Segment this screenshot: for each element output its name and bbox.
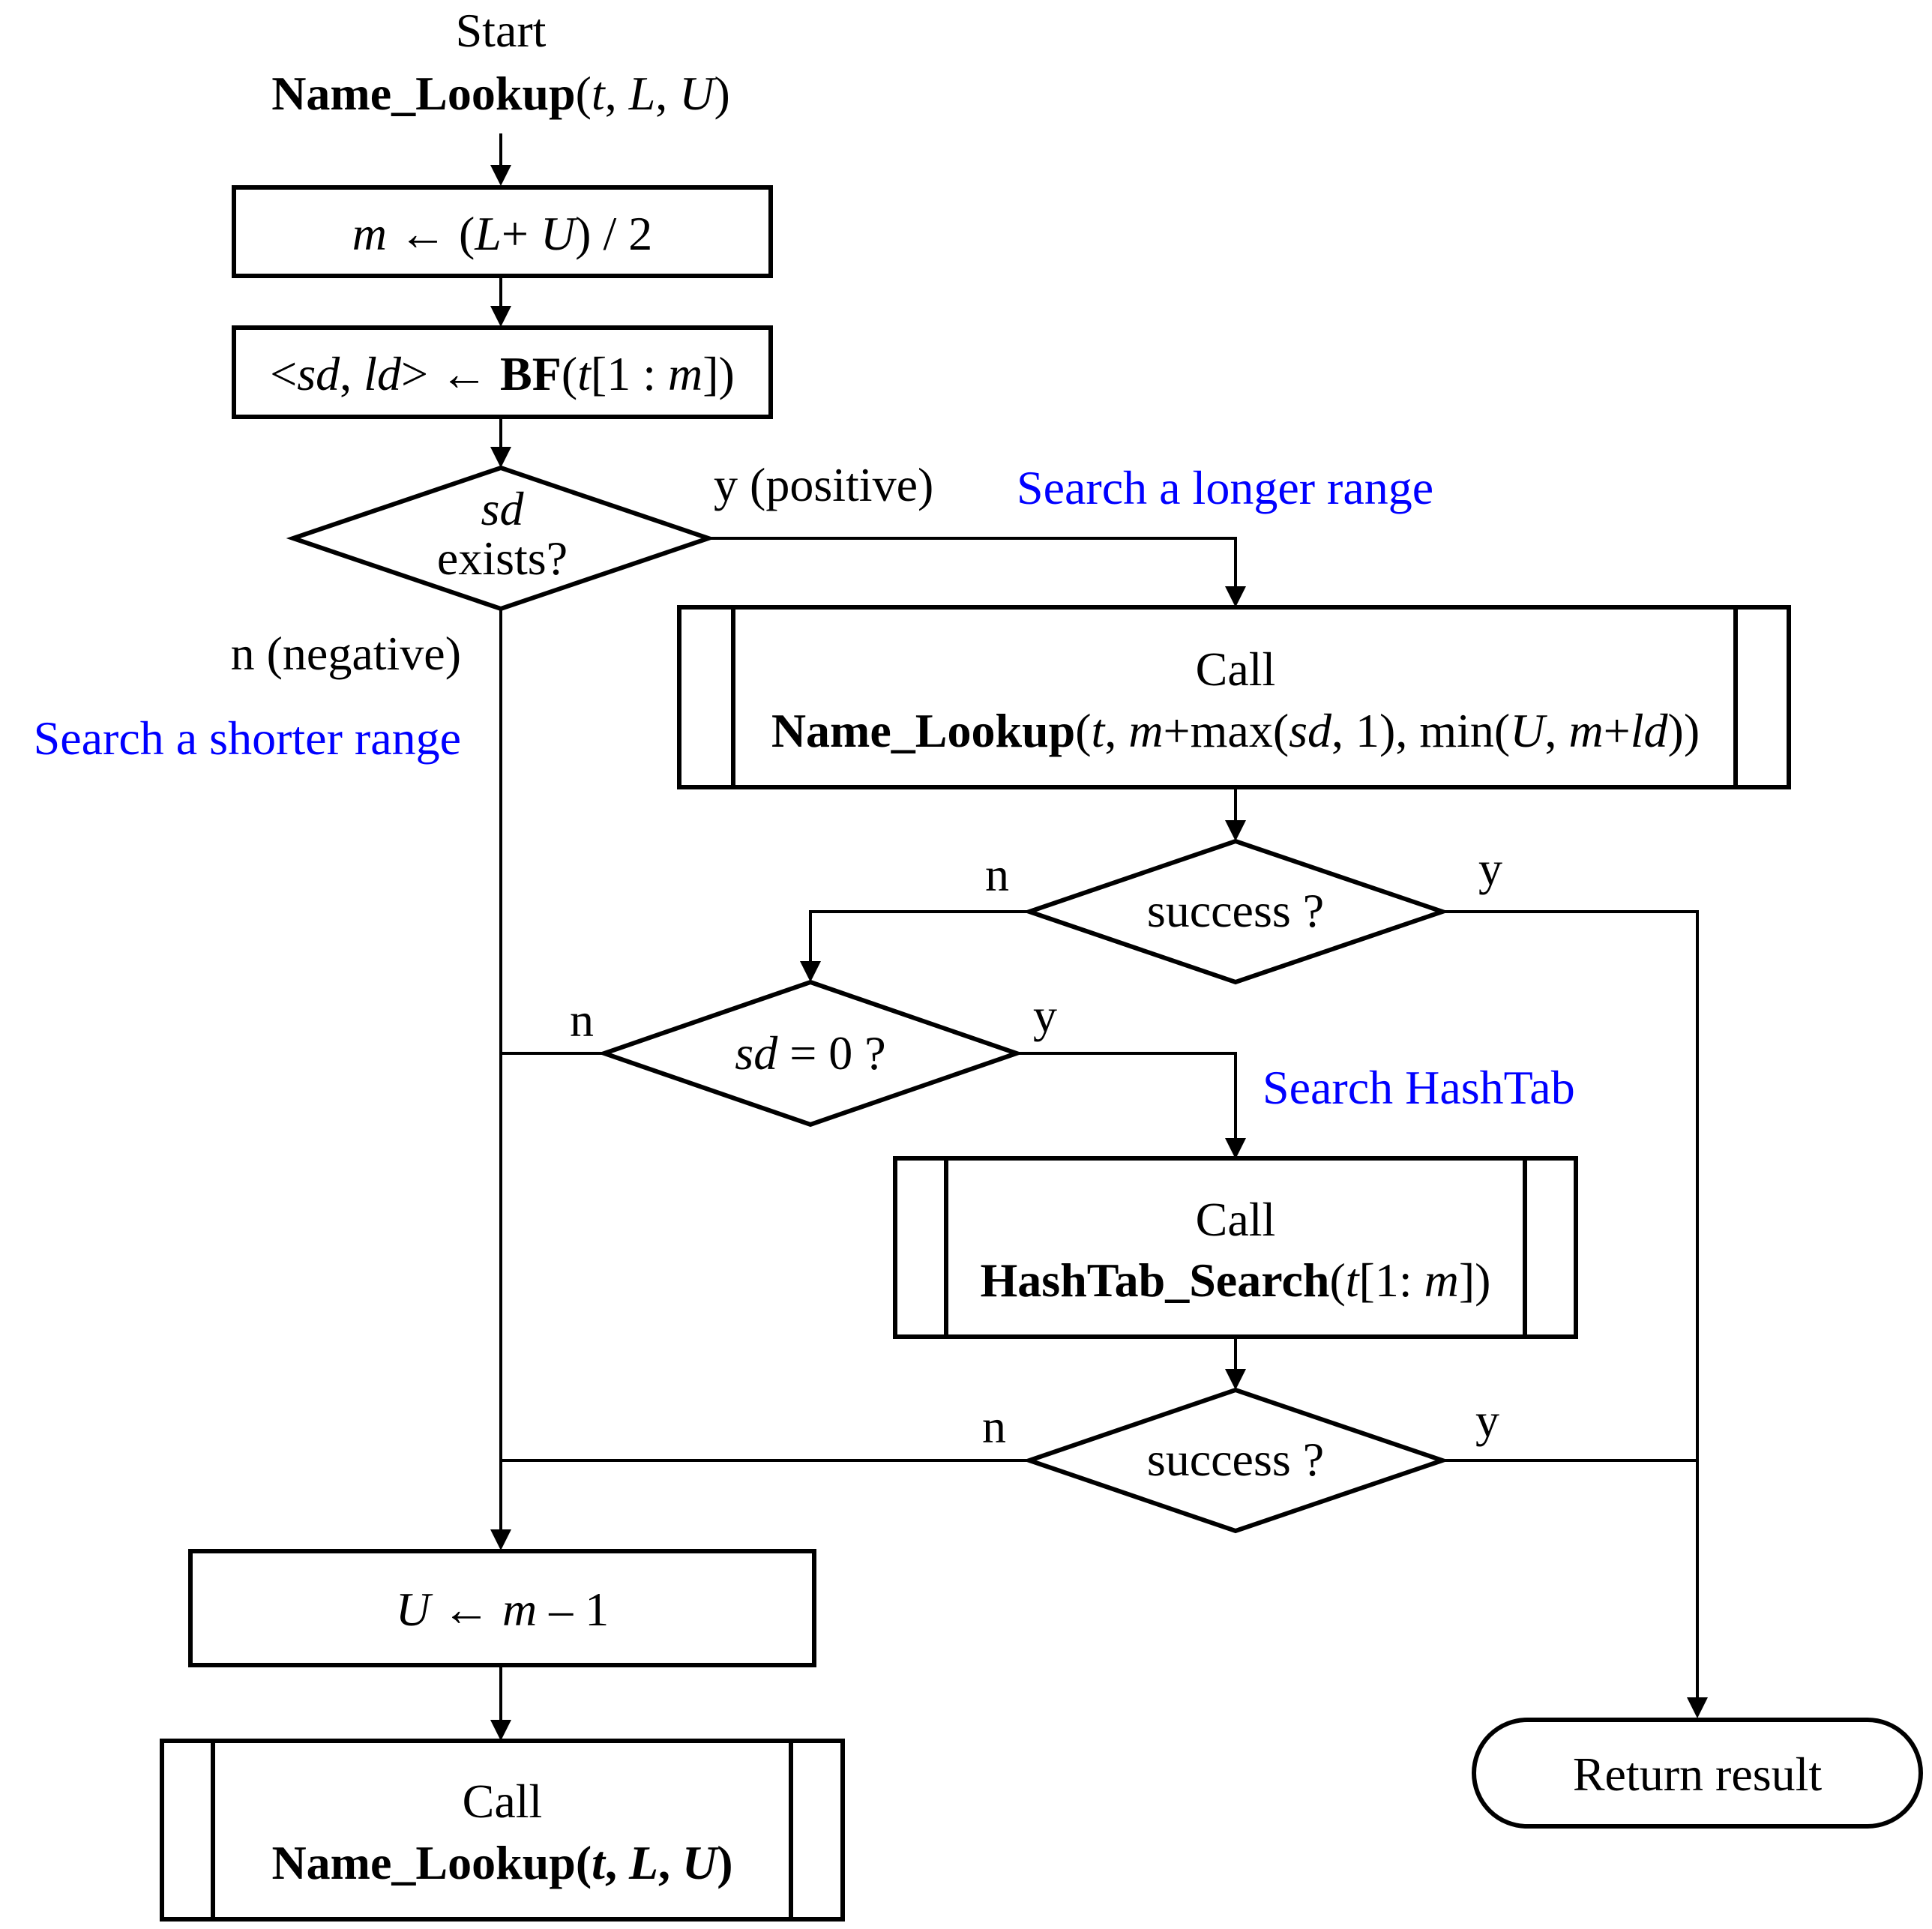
- terminal-return: Return result: [1472, 1718, 1923, 1829]
- process-bf-text: <sd, ld> ← BF(t[1 : m]): [270, 347, 735, 400]
- connectors: [490, 133, 1708, 1741]
- decision-success-1: success ? n y: [985, 838, 1502, 985]
- process-box: [188, 1549, 816, 1667]
- decision-success-label: success ?: [1147, 1433, 1324, 1486]
- branch-yes-label: y (positive): [714, 458, 933, 511]
- arrowhead: [490, 1720, 511, 1741]
- process-mid-text: m ← (L+ U) / 2: [352, 207, 653, 260]
- connector-success1-yes: [1442, 910, 1699, 1699]
- annotation-shorter-range: Search a shorter range: [34, 711, 461, 765]
- connector-yes-to-call-longer: [708, 537, 1237, 588]
- connector-sdzero-yes: [1017, 1052, 1237, 1140]
- call-shorter-signature: Name_Lookup(t, L, U): [271, 1836, 732, 1889]
- terminal-label: Return result: [1573, 1748, 1823, 1801]
- decision-sd-exists: sd exists? y (positive) n (negative): [231, 458, 934, 680]
- decision-diamond: [1022, 1387, 1450, 1534]
- call-label: Call: [463, 1775, 543, 1828]
- terminal-shape: [1472, 1718, 1923, 1829]
- branch-no-label: n (negative): [231, 627, 461, 680]
- arrowhead: [800, 961, 821, 982]
- arrowhead: [1225, 1369, 1246, 1390]
- subroutine-call-hashtab: Call HashTab_Search(t[1: m]): [893, 1156, 1578, 1339]
- decision-sd-label: sd: [481, 482, 525, 535]
- branch-no-label: n: [982, 1400, 1006, 1453]
- subroutine-box: [893, 1156, 1578, 1339]
- decision-diamond: [286, 465, 716, 612]
- decision-diamond: [1022, 838, 1450, 985]
- branch-no-label: n: [985, 848, 1009, 901]
- branch-yes-label: y: [1033, 989, 1057, 1042]
- annotation-longer-range: Search a longer range: [1017, 461, 1433, 514]
- call-label: Call: [1196, 643, 1276, 696]
- decision-diamond: [597, 979, 1024, 1128]
- connector-success1-no: [809, 910, 1029, 963]
- process-bloom-filter: <sd, ld> ← BF(t[1 : m]): [232, 325, 773, 419]
- call-label: Call: [1196, 1193, 1276, 1246]
- start-label: Start: [456, 4, 547, 57]
- process-upper-text: U ← m – 1: [396, 1583, 609, 1636]
- arrowhead: [490, 165, 511, 186]
- decision-sd-zero: sd = 0 ? n y: [570, 979, 1057, 1128]
- branch-yes-label: y: [1475, 1394, 1499, 1447]
- process-box: [232, 185, 773, 278]
- arrowhead: [490, 306, 511, 327]
- subroutine-call-shorter: Call Name_Lookup(t, L, U): [160, 1739, 845, 1922]
- decision-sd-zero-label: sd = 0 ?: [735, 1026, 885, 1080]
- decision-success-label: success ?: [1147, 884, 1324, 937]
- start-node: Start Name_Lookup(t, L, U): [271, 4, 730, 120]
- call-longer-signature: Name_Lookup(t, m+max(sd, 1), min(U, m+ld…: [771, 704, 1700, 757]
- decision-exists-label: exists?: [437, 532, 568, 585]
- arrowhead: [490, 447, 511, 468]
- branch-yes-label: y: [1478, 842, 1502, 895]
- decision-success-2: success ? n y: [982, 1387, 1499, 1534]
- arrowhead: [1225, 586, 1246, 607]
- call-hashtab-signature: HashTab_Search(t[1: m]): [981, 1254, 1491, 1307]
- branch-no-label: n: [570, 993, 594, 1047]
- process-box: [232, 325, 773, 419]
- subroutine-box: [160, 1739, 845, 1922]
- subroutine-box: [677, 605, 1791, 789]
- subroutine-call-longer: Call Name_Lookup(t, m+max(sd, 1), min(U,…: [677, 605, 1791, 789]
- process-update-upper: U ← m – 1: [188, 1549, 816, 1667]
- arrowhead: [490, 1529, 511, 1550]
- arrowhead: [1225, 820, 1246, 841]
- annotation-search-hashtab: Search HashTab: [1263, 1061, 1575, 1114]
- start-signature: Name_Lookup(t, L, U): [271, 67, 730, 120]
- arrowhead: [1225, 1138, 1246, 1159]
- process-compute-mid: m ← (L+ U) / 2: [232, 185, 773, 278]
- arrowhead: [1687, 1697, 1708, 1718]
